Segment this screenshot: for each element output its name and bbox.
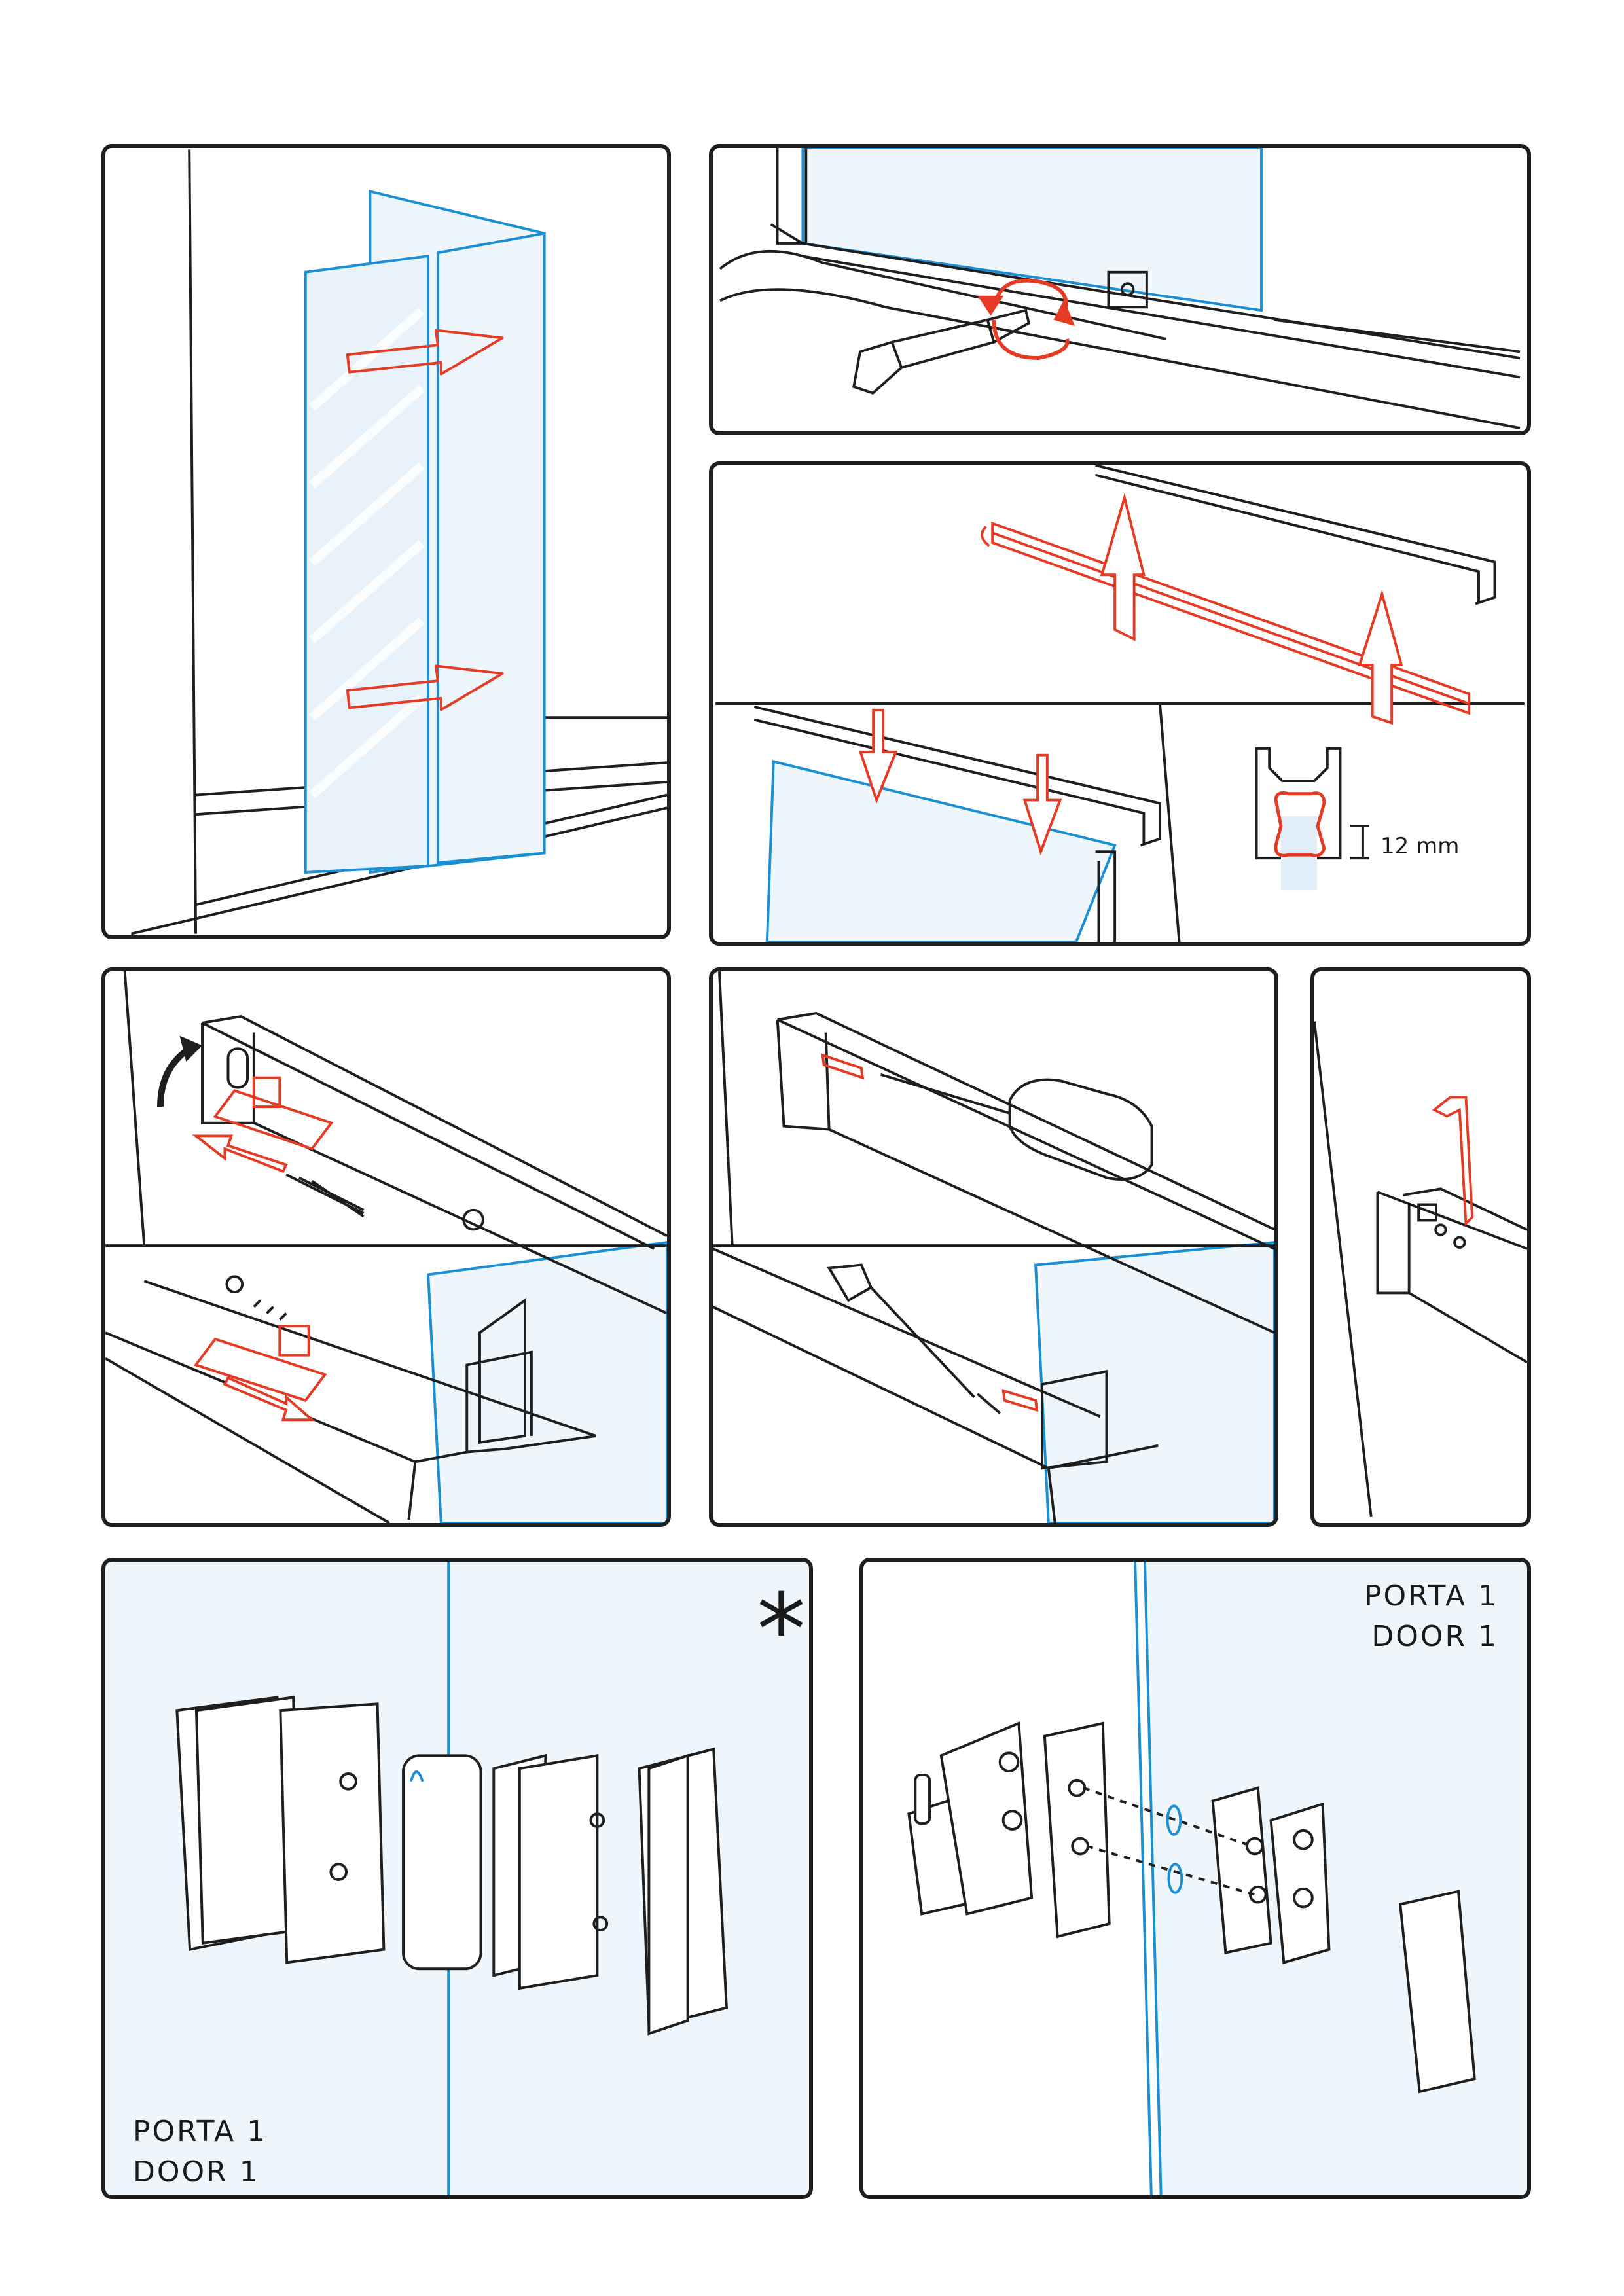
seal-section-icon <box>1274 791 1326 857</box>
door-label-line2: DOOR 1 <box>1371 1620 1499 1653</box>
door-label-primary: PORTA 1 DOOR 1 <box>133 2111 267 2193</box>
step-2-panel <box>709 144 1531 435</box>
door-label-line2: DOOR 1 <box>133 2155 260 2189</box>
seal-height-dimension: 12 mm <box>1380 833 1460 859</box>
left-arrow-icon <box>192 1134 288 1174</box>
glass-doors-illustration <box>130 149 667 935</box>
screw-icon <box>821 1053 1039 1412</box>
screwdriver-adjustment-illustration <box>719 148 1521 430</box>
clamp-piece-icon <box>193 1076 334 1402</box>
hinge-assembly-illustration-b <box>907 1562 1527 2195</box>
door-label-line1: PORTA 1 <box>1364 1579 1499 1613</box>
down-arrow-icon <box>858 708 1062 856</box>
note-asterisk: * <box>757 1573 806 1687</box>
door-label-line1: PORTA 1 <box>133 2115 268 2148</box>
step-3-panel: 12 mm <box>709 461 1531 946</box>
step-9-panel: * PORTA 1 DOOR 1 <box>101 1558 813 2199</box>
rotate-arrow-icon <box>156 1046 192 1107</box>
step-6-panel <box>1310 967 1531 1527</box>
clamp-insertion-illustration <box>105 971 667 1523</box>
step-5-panel <box>709 967 1278 1527</box>
step-1-panel <box>101 144 671 939</box>
hinge-assembly-illustration-a <box>175 1562 728 2195</box>
rotate-icon <box>977 278 1075 361</box>
right-arrow-icon <box>346 329 504 711</box>
allen-key-illustration <box>1314 1021 1527 1517</box>
up-arrow-icon <box>1100 492 1403 725</box>
tightening-illustration <box>713 971 1274 1523</box>
door-label-secondary: PORTA 1 DOOR 1 <box>1364 1576 1498 1657</box>
step-4-panel <box>101 967 671 1527</box>
seal-profile-illustration <box>715 465 1525 942</box>
allen-key-icon <box>1432 1096 1474 1227</box>
step-10-panel: PORTA 1 DOOR 1 <box>859 1558 1531 2199</box>
right-down-arrow-icon <box>223 1376 316 1422</box>
